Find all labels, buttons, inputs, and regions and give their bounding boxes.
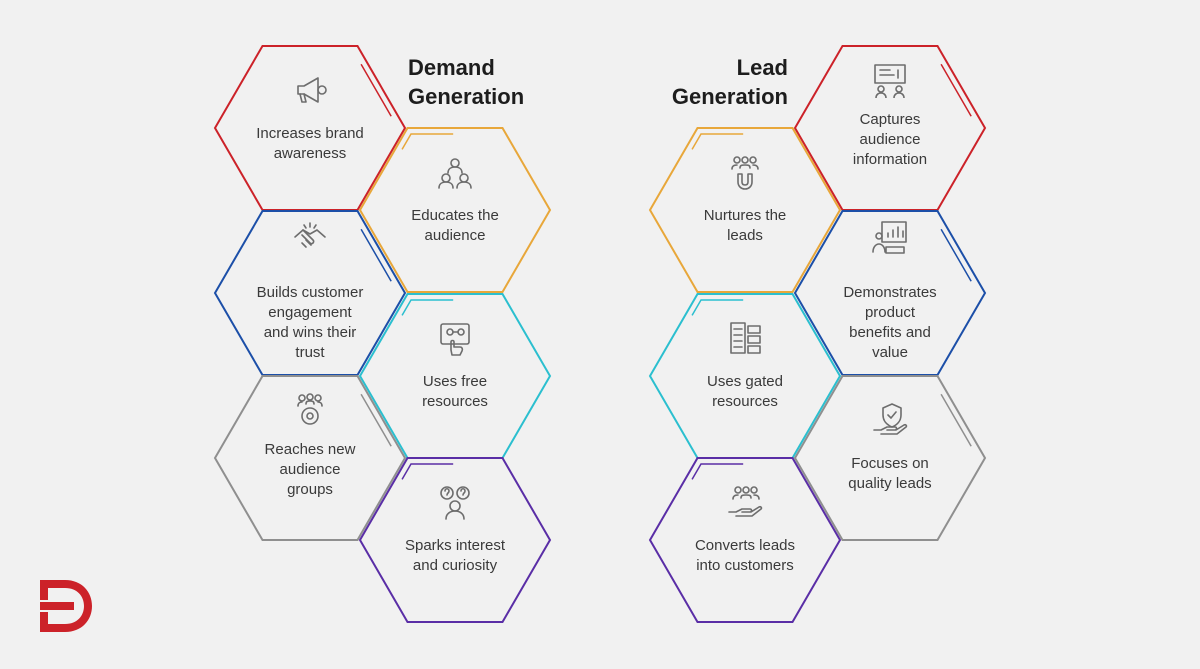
demand-hexagon-6	[358, 457, 552, 623]
demand-generation-title: Demand Generation	[408, 55, 525, 109]
target-audience-icon	[297, 393, 323, 425]
audience-group-icon	[438, 158, 472, 189]
locked-documents-icon	[730, 322, 761, 354]
lead-hexagon-inner-line-6	[656, 463, 834, 617]
presentation-board-icon	[874, 64, 906, 98]
lead-generation-title: Lead Generation	[671, 55, 788, 109]
lead-hexagon-label-1: Captures audience information	[852, 111, 928, 168]
lead-hexagon-label-4: Uses gated resources	[707, 373, 783, 410]
question-bubbles-icon	[440, 486, 470, 520]
lead-hexagon-5	[793, 375, 987, 541]
lead-hexagon-6	[648, 457, 842, 623]
magnet-people-icon	[731, 156, 759, 190]
demand-hexagon-label-1: Increases brand awareness	[256, 125, 364, 162]
demand-hexagon-label-2: Educates the audience	[411, 207, 499, 244]
demand-hexagon-label-5: Reaches new audience groups	[264, 441, 356, 498]
demand-hexagon-label-3: Builds customer engagement and wins thei…	[256, 284, 364, 361]
analytics-presenter-icon	[872, 221, 907, 254]
demand-hexagon-label-4: Uses free resources	[422, 373, 488, 410]
hand-people-icon	[728, 486, 763, 517]
lead-hexagon-label-5: Focuses on quality leads	[848, 455, 932, 492]
lead-hexagon-label-2: Nurtures the leads	[703, 207, 787, 244]
lead-hexagon-label-3: Demonstrates product benefits and value	[843, 284, 937, 361]
shield-hand-icon	[873, 403, 908, 435]
demand-hexagon-inner-line-2	[366, 133, 544, 287]
handshake-icon	[294, 222, 326, 248]
lead-hexagon-label-6: Converts leads into customers	[694, 537, 796, 574]
lead-hexagon-inner-line-4	[656, 299, 834, 453]
lead-hexagon-2	[648, 127, 842, 293]
demand-hexagon-inner-line-6	[366, 463, 544, 617]
brand-logo-icon	[40, 580, 92, 632]
demand-hexagon-label-6: Sparks interest and curiosity	[404, 537, 506, 574]
megaphone-icon	[297, 77, 327, 103]
touch-screen-network-icon	[440, 323, 470, 356]
demand-hexagon-5	[213, 375, 407, 541]
lead-hexagon-inner-line-2	[656, 133, 834, 287]
demand-hexagon-inner-line-4	[366, 299, 544, 453]
demand-hexagon-2	[358, 127, 552, 293]
